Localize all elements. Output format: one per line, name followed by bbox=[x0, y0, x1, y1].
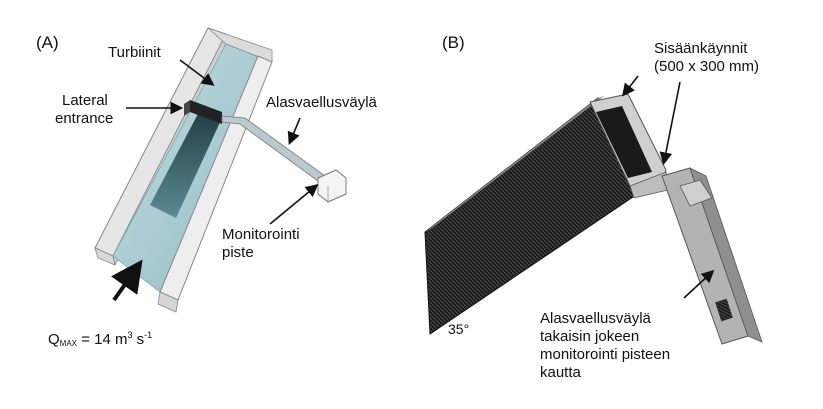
label-turbines: Turbiinit bbox=[108, 44, 161, 61]
flow-rate-label: QMAX = 14 m3 s-1 bbox=[48, 330, 152, 348]
label-lateral-entrance-line2: entrance bbox=[55, 110, 114, 127]
label-return-passage-line4: kautta bbox=[540, 364, 581, 381]
label-return-passage-line3: monitorointi pisteen bbox=[540, 346, 671, 363]
panel-b-rack bbox=[424, 93, 763, 345]
label-entrances-line1: Sisäänkäynnit bbox=[654, 40, 748, 57]
panel-a-letter: (A) bbox=[36, 33, 59, 52]
flow-exp1: 3 bbox=[127, 330, 133, 340]
label-monitoring-point-line1: Monitorointi bbox=[222, 226, 300, 243]
label-return-passage-line2: takaisin jokeen bbox=[540, 328, 640, 345]
label-monitoring-point-line2: piste bbox=[222, 244, 254, 261]
label-return-passage-line1: Alasvaellusväylä bbox=[540, 310, 651, 327]
flow-eq: = 14 m bbox=[77, 331, 128, 348]
flow-q-sub: MAX bbox=[59, 339, 78, 348]
label-downstream-passage: Alasvaellusväylä bbox=[266, 94, 377, 111]
panel-a-channel bbox=[94, 27, 347, 313]
label-entrances-line2: (500 x 300 mm) bbox=[654, 58, 760, 75]
panel-a-arrows bbox=[111, 59, 319, 302]
flow-exp2: -1 bbox=[144, 330, 153, 340]
label-angle: 35° bbox=[448, 321, 470, 337]
panel-b-letter: (B) bbox=[442, 33, 465, 52]
flow-q: Q bbox=[48, 331, 60, 348]
flow-mid: s bbox=[132, 331, 145, 348]
panel-b-arrows bbox=[622, 75, 715, 299]
label-lateral-entrance-line1: Lateral bbox=[62, 92, 108, 109]
